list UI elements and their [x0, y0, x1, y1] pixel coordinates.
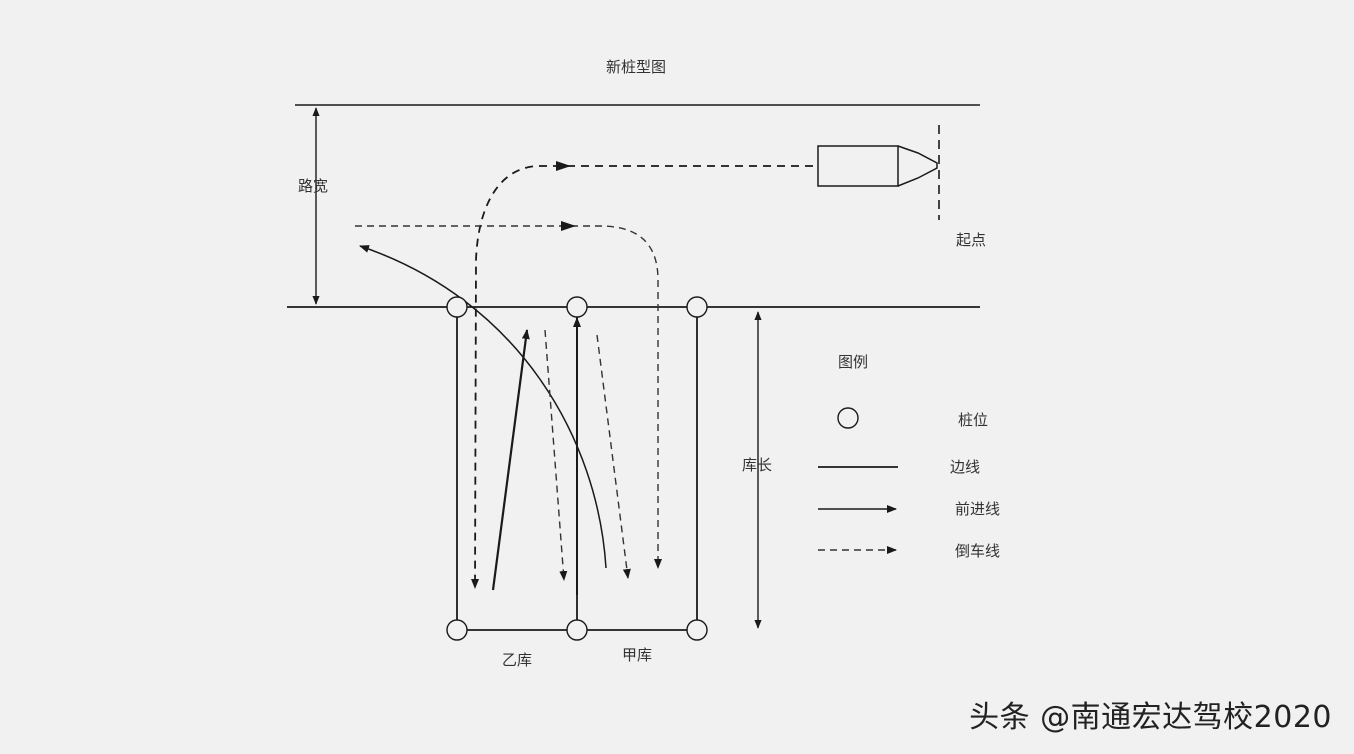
reverse-arrow-b	[544, 329, 568, 581]
stall-b-label: 乙库	[502, 651, 532, 669]
legend: 图例 桩位 边线 前进线 倒车线	[818, 353, 1000, 560]
pile-bottom-middle	[566, 619, 588, 641]
legend-reverse-label: 倒车线	[955, 542, 1000, 560]
reverse-arrowhead-lower	[561, 221, 576, 231]
legend-title: 图例	[838, 353, 868, 371]
forward-path-exit	[359, 245, 607, 569]
vehicle	[817, 145, 938, 187]
reverse-path-upper	[471, 165, 813, 589]
pile-top-middle	[566, 296, 588, 318]
pile-top-right	[686, 296, 708, 318]
legend-forward-label: 前进线	[955, 500, 1000, 518]
legend-pile-label: 桩位	[958, 411, 988, 429]
watermark: 头条 @南通宏达驾校2020	[969, 700, 1332, 735]
stall-length-label: 库长	[742, 456, 772, 474]
stall-a-label: 甲库	[622, 646, 652, 664]
reverse-arrowhead-upper	[556, 161, 571, 171]
reverse-path-lower	[355, 225, 662, 569]
forward-arrow-b	[491, 329, 530, 591]
piles	[446, 296, 708, 641]
pile-top-left	[446, 296, 468, 318]
legend-edge-label: 边线	[950, 458, 980, 476]
diagram-title: 新桩型图	[606, 58, 666, 76]
start-label: 起点	[956, 231, 986, 249]
road-width-label: 路宽	[298, 177, 328, 195]
legend-pile-symbol	[837, 407, 859, 429]
pile-bottom-right	[686, 619, 708, 641]
reverse-arrow-a	[596, 334, 631, 579]
pile-bottom-left	[446, 619, 468, 641]
